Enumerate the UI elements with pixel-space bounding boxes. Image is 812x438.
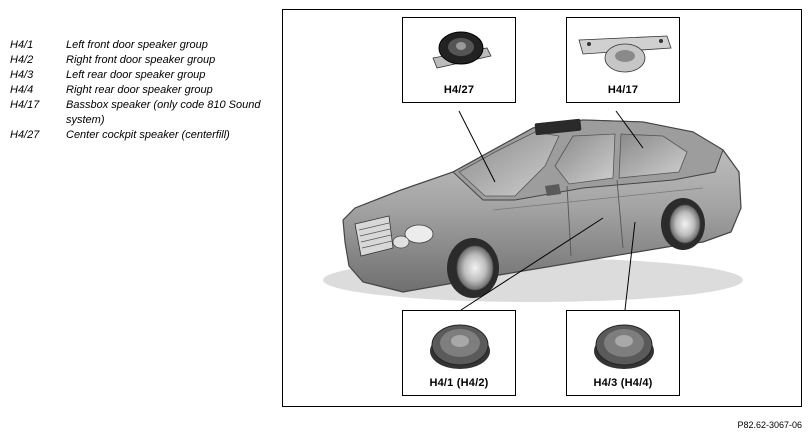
speaker-location-figure: H4/27 H4/17 H4/1 (H4/2) H4/3 (H4/4) — [282, 9, 802, 407]
callout-label: H4/27 — [443, 84, 475, 96]
legend-row: H4/3 Left rear door speaker group — [10, 68, 266, 83]
callout-front-door-speaker: H4/1 (H4/2) — [402, 310, 516, 396]
legend-description: Left front door speaker group — [66, 39, 208, 51]
front-grille — [354, 215, 394, 257]
front-side-window — [554, 133, 616, 185]
rear-door-speaker-icon — [594, 324, 654, 369]
callout-bassbox-speaker: H4/17 — [566, 17, 680, 103]
door-seam — [566, 185, 572, 257]
legend-description: Left rear door speaker group — [66, 69, 206, 81]
grille-bars — [358, 222, 393, 249]
legend-row: H4/1 Left front door speaker group — [10, 38, 266, 53]
body-crease — [492, 187, 704, 211]
front-door-speaker-icon — [430, 324, 490, 369]
headlight — [404, 224, 434, 244]
leader-line-center-speaker — [458, 110, 496, 183]
legend-description: Right front door speaker group — [66, 54, 216, 66]
legend-code: H4/2 — [10, 54, 34, 66]
callout-center-speaker: H4/27 — [402, 17, 516, 103]
figure-id: P82.62-3067-06 — [737, 420, 802, 430]
legend-row: H4/2 Right front door speaker group — [10, 53, 266, 68]
callout-label: H4/17 — [607, 84, 639, 96]
legend-code: H4/27 — [10, 129, 40, 141]
car-illustration — [323, 110, 743, 311]
side-mirror — [545, 184, 561, 196]
front-wheel-rim — [456, 245, 494, 291]
windshield — [458, 131, 560, 197]
legend-row: H4/17 Bassbox speaker (only code 810 Sou… — [10, 98, 266, 128]
callout-label: H4/3 (H4/4) — [593, 377, 653, 389]
headlight-inner — [392, 235, 410, 249]
speaker-legend: H4/1 Left front door speaker group H4/2 … — [10, 38, 266, 143]
center-speaker-icon — [432, 31, 492, 69]
bassbox-speaker-icon — [578, 35, 672, 73]
legend-description: Bassbox speaker (only code 810 Sound sys… — [66, 99, 261, 126]
legend-code: H4/1 — [10, 39, 34, 51]
callout-rear-door-speaker: H4/3 (H4/4) — [566, 310, 680, 396]
legend-description: Right rear door speaker group — [66, 84, 213, 96]
legend-row: H4/4 Right rear door speaker group — [10, 83, 266, 98]
legend-description: Center cockpit speaker (centerfill) — [66, 129, 230, 141]
callout-label: H4/1 (H4/2) — [429, 377, 489, 389]
rear-side-window — [618, 133, 688, 179]
leader-line-bassbox — [615, 110, 644, 149]
legend-code: H4/4 — [10, 84, 34, 96]
rear-wheel-rim — [669, 204, 701, 244]
sunroof — [534, 118, 582, 136]
leader-line-rear-door — [624, 221, 636, 311]
legend-row: H4/27 Center cockpit speaker (centerfill… — [10, 128, 266, 143]
leader-line-front-door — [460, 217, 604, 311]
legend-code: H4/17 — [10, 99, 40, 111]
door-seam — [616, 179, 624, 249]
legend-code: H4/3 — [10, 69, 34, 81]
